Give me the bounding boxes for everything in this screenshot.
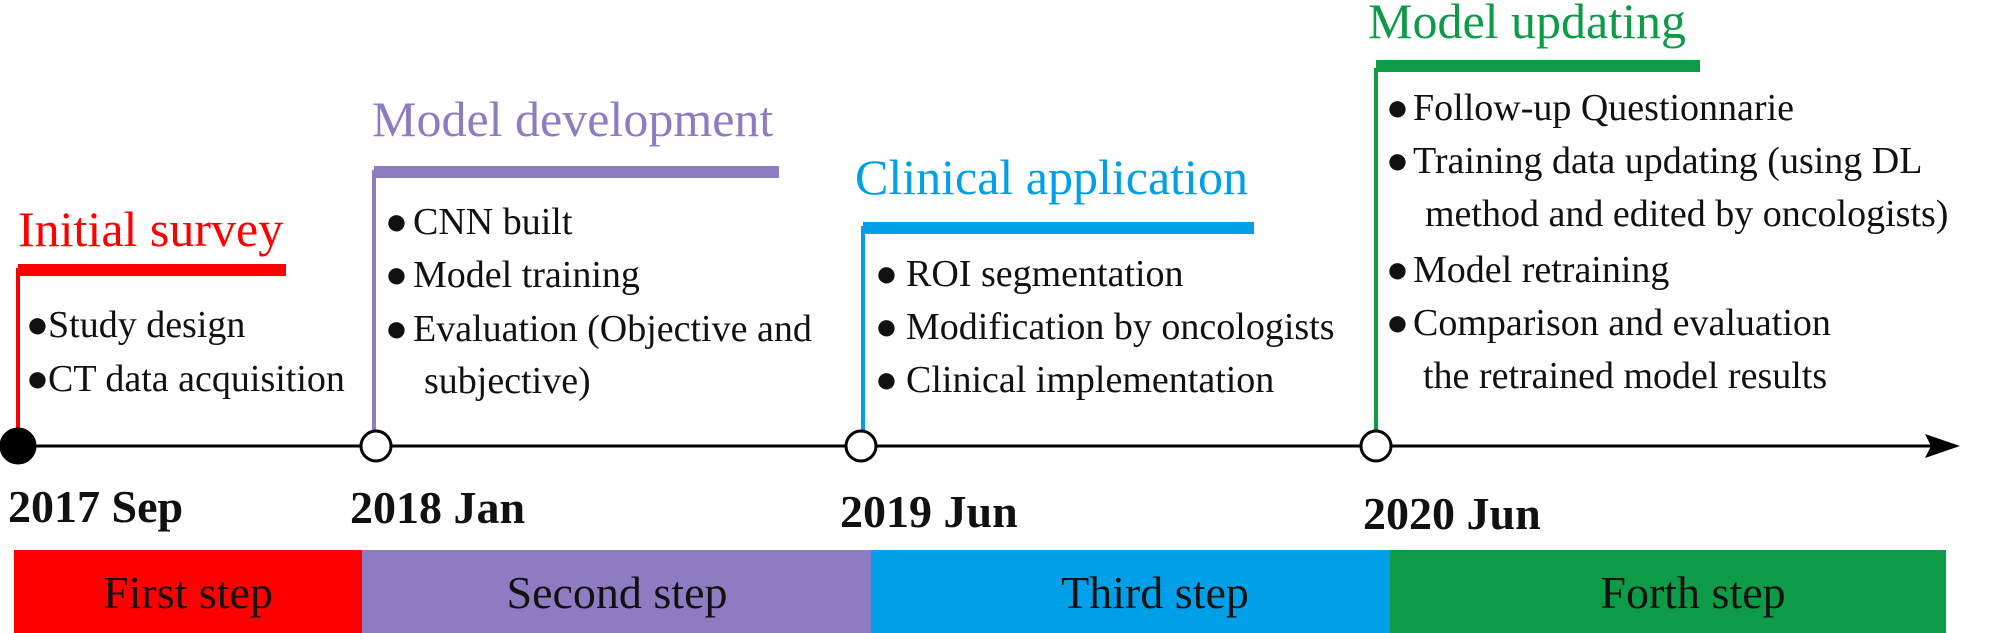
phase-clinical-application: Clinical application ● ROI segmentation …	[840, 149, 1335, 537]
phase-4-bullet-2: ●	[1386, 140, 1409, 182]
milestone-2020-jun	[1359, 429, 1393, 463]
phase-3-bullet-1: ●	[875, 253, 898, 295]
phase-1-item-2: CT data acquisition	[48, 358, 345, 400]
phase-3-item-2: Modification by oncologists	[906, 306, 1335, 348]
milestone-2017-sep-filled	[0, 427, 37, 465]
timeline-arrow-icon	[1925, 434, 1960, 458]
step-label-1: First step	[103, 567, 273, 618]
milestone-2018-jan	[359, 429, 393, 463]
phase-model-development: Model development ● CNN built ● Model tr…	[350, 91, 812, 533]
phase-2-item-2: Model training	[413, 254, 640, 296]
phase-2-item-3-cont: subjective)	[424, 360, 591, 402]
phase-4-item-1: Follow-up Questionnarie	[1413, 87, 1794, 129]
phase-2-bullet-2: ●	[385, 254, 408, 296]
step-bands: First step Second step Third step Forth …	[14, 550, 1946, 633]
phase-2-title-bar	[374, 166, 779, 178]
step-band-2	[362, 550, 871, 633]
phase-3-bullet-3: ●	[875, 359, 898, 401]
phase-4-title: Model updating	[1368, 0, 1686, 49]
phase-1-title: Initial survey	[18, 201, 283, 257]
phase-1-bullet-1: ●	[26, 304, 49, 346]
phase-1-bullet-2: ●	[26, 358, 49, 400]
phase-4-item-2: Training data updating (using DL	[1413, 140, 1922, 182]
phase-4-item-4: Comparison and evaluation	[1413, 302, 1831, 344]
phase-4-bullet-4: ●	[1386, 302, 1409, 344]
step-band-3	[871, 550, 1390, 633]
phase-2-item-1: CNN built	[413, 201, 573, 243]
phase-2-bullet-3: ●	[385, 308, 408, 350]
step-band-1	[14, 550, 362, 633]
step-label-4: Forth step	[1600, 567, 1785, 618]
step-label-3: Third step	[1061, 567, 1249, 618]
phase-1-title-bar	[18, 264, 286, 276]
phase-3-item-3: Clinical implementation	[906, 359, 1274, 401]
date-4: 2020 Jun	[1363, 488, 1541, 539]
milestone-2019-jun	[844, 429, 878, 463]
phase-4-item-2-cont: method and edited by oncologists)	[1425, 193, 1948, 235]
date-1: 2017 Sep	[8, 481, 183, 532]
phase-2-item-3: Evaluation (Objective and	[413, 308, 812, 350]
step-label-2: Second step	[506, 567, 727, 618]
date-2: 2018 Jan	[350, 482, 525, 533]
phase-3-title: Clinical application	[855, 149, 1248, 205]
phase-4-bullet-1: ●	[1386, 87, 1409, 129]
phase-4-bullet-3: ●	[1386, 249, 1409, 291]
phase-2-bullet-1: ●	[385, 201, 408, 243]
phase-2-title: Model development	[372, 91, 773, 147]
phase-model-updating: Model updating ● Follow-up Questionnarie…	[1359, 0, 1948, 539]
phase-3-item-1: ROI segmentation	[906, 253, 1184, 295]
phase-1-item-1: Study design	[48, 304, 245, 346]
phase-3-bullet-2: ●	[875, 306, 898, 348]
phase-3-title-bar	[863, 222, 1254, 234]
date-3: 2019 Jun	[840, 486, 1018, 537]
phase-4-item-3: Model retraining	[1413, 249, 1669, 291]
phase-initial-survey: Initial survey ● Study design ● CT data …	[0, 201, 345, 532]
step-band-4	[1390, 550, 1946, 633]
phase-4-title-bar	[1376, 60, 1700, 72]
phase-4-item-4-cont: the retrained model results	[1423, 355, 1827, 397]
